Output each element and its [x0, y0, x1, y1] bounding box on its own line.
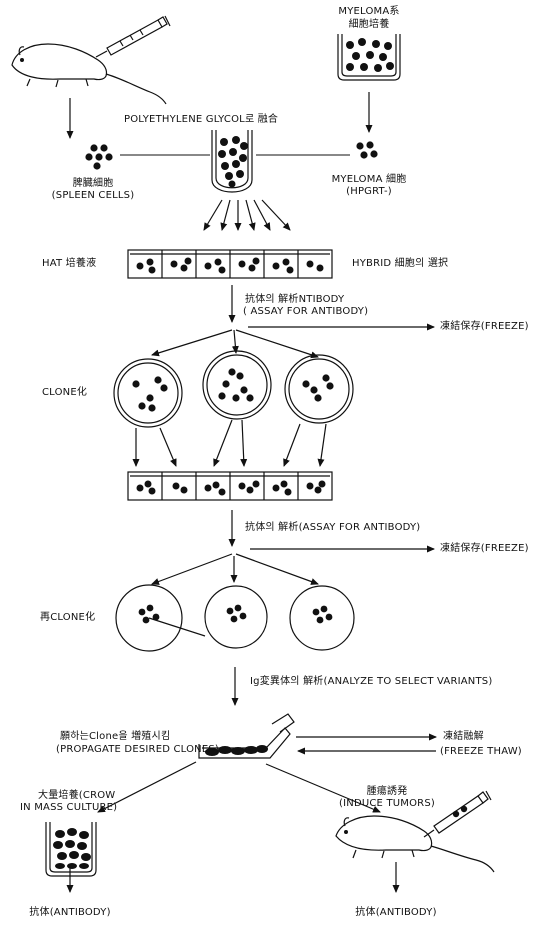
- freeze-thaw-en-label: (FREEZE THAW): [440, 746, 522, 758]
- hat-medium-label: HAT 培養液: [42, 258, 96, 270]
- assay1-label: 抗体의 解析NTIBODY: [245, 294, 344, 306]
- clone-label: CLONE化: [42, 387, 87, 399]
- propagate-en-label: (PROPAGATE DESIRED CLONES): [56, 744, 219, 756]
- mass-culture-label: 大量培養(CROW: [38, 790, 115, 802]
- clone-dish-right: [285, 355, 353, 423]
- propagate-label: 願하는Clone을 増殖시킴: [60, 731, 170, 743]
- mass-culture-label-2: IN MASS CULTURE): [20, 802, 117, 814]
- assay1-en-label: ( ASSAY FOR ANTIBODY): [243, 306, 368, 318]
- reclone-label: 再CLONE化: [40, 612, 95, 624]
- antibody-left-label: 抗体(ANTIBODY): [29, 907, 110, 919]
- hat-plate: [128, 250, 332, 278]
- assay2-label: 抗体의 解析(ASSAY FOR ANTIBODY): [245, 522, 420, 534]
- spleen-cells-label: 脾臓細胞: [73, 178, 114, 190]
- mouse-icon: [12, 44, 166, 104]
- freeze1-label: 凍結保存(FREEZE): [440, 321, 529, 333]
- clone-dish-left: [114, 359, 182, 427]
- tumor-mouse-icon: [336, 816, 494, 872]
- myeloma-cells-label: MYELOMA 細胞: [332, 174, 407, 186]
- freeze2-label: 凍結保存(FREEZE): [440, 543, 529, 555]
- induce-tumors-en-label: (INDUCE TUMORS): [339, 798, 435, 810]
- induce-tumors-label: 腫瘍誘発: [367, 786, 408, 798]
- assay-plate: [128, 472, 332, 500]
- spleen-cells-en-label: (SPLEEN CELLS): [52, 190, 135, 202]
- clone-dish-center: [203, 351, 271, 419]
- arrows: [70, 92, 436, 892]
- myeloma-cells-en-label: (HPGRT-): [346, 186, 392, 198]
- myeloma-culture-label-2: 細胞培養: [349, 19, 390, 31]
- hybrid-selection-label: HYBRID 細胞의 選択: [352, 258, 448, 270]
- myeloma-culture-label: MYELOMA系: [338, 6, 399, 18]
- syringe-icon: [96, 16, 170, 57]
- antibody-right-label: 抗体(ANTIBODY): [355, 907, 436, 919]
- reclone-dish-left: [116, 585, 205, 651]
- freeze-thaw-label: 凍結融解: [443, 731, 484, 743]
- peg-fusion-label: POLYETHYLENE GLYCOL로 融合: [124, 114, 278, 126]
- ig-variants-label: Ig変異体의 解析(ANALYZE TO SELECT VARIANTS): [250, 676, 492, 688]
